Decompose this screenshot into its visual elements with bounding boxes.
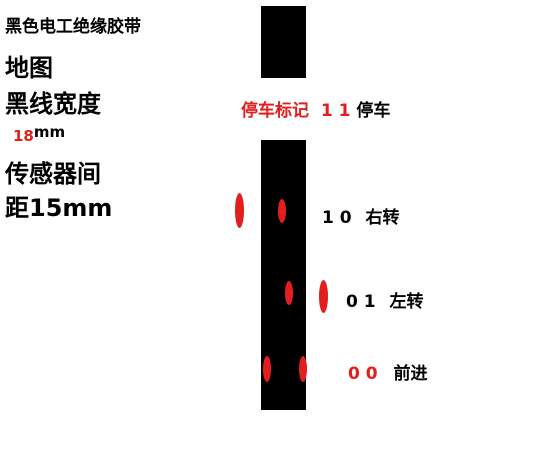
stop-action: 停车: [356, 101, 391, 121]
sensor-right-forward: [299, 356, 307, 382]
diagram-title: 黑色电工绝缘胶带: [5, 17, 141, 37]
forward-label: 0 0 前进: [348, 359, 428, 384]
stop-mark-tape: [261, 6, 306, 78]
sensor-right-on-line: [278, 199, 286, 223]
stop-mark-text: 停车标记: [241, 101, 309, 121]
sensor-left-on-line: [285, 281, 293, 305]
left-turn-label: 0 1 左转: [346, 287, 424, 312]
sensor-left-forward: [263, 356, 271, 382]
forward-action: 前进: [393, 364, 428, 384]
line-width-unit: mm: [33, 123, 66, 141]
forward-code: 0 0: [348, 364, 378, 384]
line-width-label: 黑线宽度: [5, 90, 101, 118]
left-turn-code: 0 1: [346, 292, 376, 312]
stop-mark-label: 停车标记 1 1 停车: [241, 96, 390, 121]
stop-mark-code: 1 1: [320, 101, 351, 121]
sensor-spacing-label-b: 距15mm: [5, 194, 113, 222]
sensor-spacing-label-a: 传感器间: [5, 160, 101, 188]
right-turn-label: 1 0 右转: [322, 203, 400, 228]
line-width-measure: 18mm: [5, 120, 65, 145]
line-width-value: 18: [13, 127, 34, 145]
right-turn-code: 1 0: [322, 208, 352, 228]
left-turn-action: 左转: [389, 292, 424, 312]
sensor-right-on-white: [319, 280, 328, 313]
map-label: 地图: [5, 54, 53, 82]
sensor-left-on-white: [235, 193, 244, 228]
right-turn-action: 右转: [365, 208, 400, 228]
